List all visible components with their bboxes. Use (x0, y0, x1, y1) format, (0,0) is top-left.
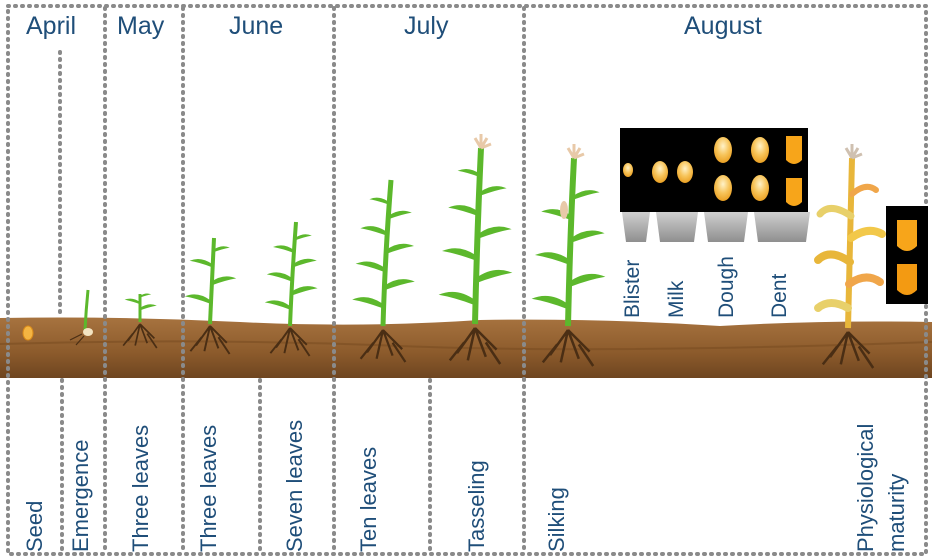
period-dividers (58, 6, 526, 556)
stage-label-silking: Silking (544, 487, 569, 552)
plant-silking (531, 144, 606, 368)
kernel-label-milk: Milk (665, 280, 688, 318)
stage-label-three-leaves-may: Three leaves (128, 424, 153, 552)
stage-label-maturity: maturity (884, 473, 909, 552)
plant-tasseling (438, 134, 513, 366)
month-april: April (26, 12, 77, 40)
stage-label-emergence: Emergence (68, 439, 93, 552)
plant-three-leaves-june (184, 237, 237, 355)
stage-label-seed: Seed (22, 500, 47, 552)
stage-label-tasseling: Tasseling (464, 460, 489, 552)
month-may: May (117, 12, 165, 40)
plant-seven-leaves (264, 221, 318, 357)
mature-kernel-panel (886, 206, 928, 304)
month-june: June (229, 12, 284, 40)
kernel-label-blister: Blister (621, 259, 644, 318)
stage-label-physiological: Physiological (853, 423, 878, 552)
plant-three-leaves-may (122, 293, 158, 349)
plant-physiological-maturity (814, 144, 886, 370)
kernel-label-dough: Dough (715, 256, 738, 318)
kernel-label-dent: Dent (768, 273, 791, 318)
month-august: August (684, 12, 762, 40)
stage-label-ten-leaves: Ten leaves (356, 446, 381, 552)
stage-label-seven-leaves: Seven leaves (282, 419, 307, 552)
plant-ten-leaves (352, 179, 415, 364)
seed-graphic (22, 325, 34, 341)
kernel-stage-panel (620, 128, 810, 242)
stage-label-three-leaves-june: Three leaves (196, 424, 221, 552)
month-july: July (404, 12, 449, 40)
emergence-plant (69, 289, 93, 346)
